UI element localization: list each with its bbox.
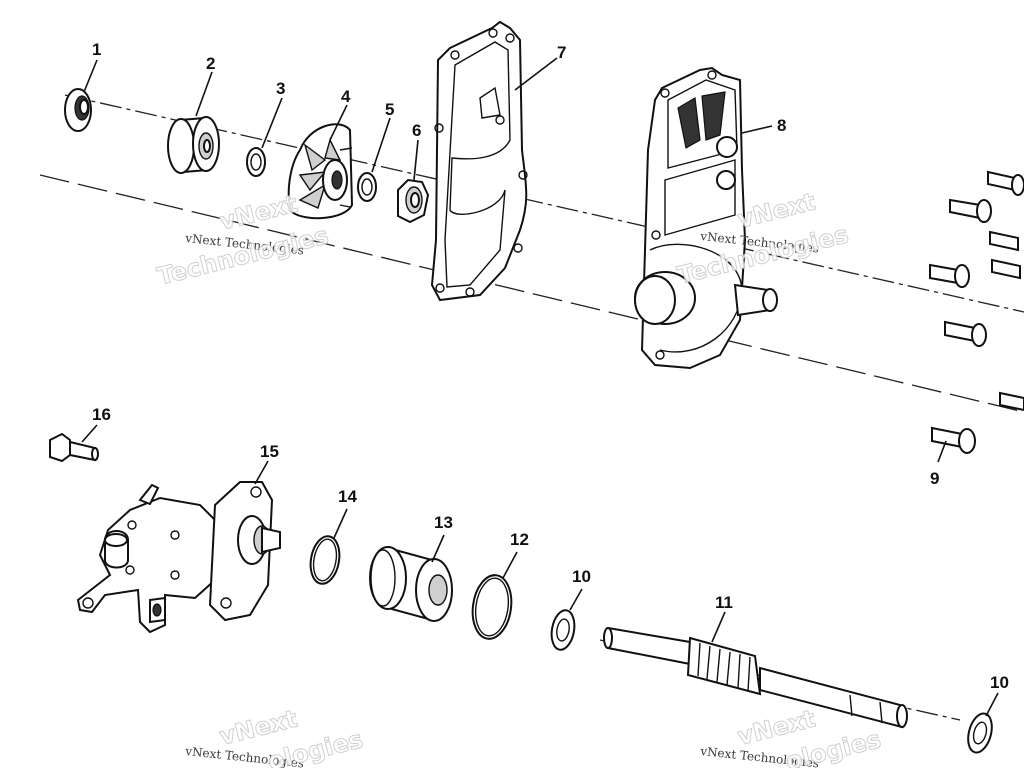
bolt [987,170,1024,196]
watermark-logo-top: vNext [217,190,300,236]
part-6-nut [397,178,430,224]
part-14-o-ring [309,535,341,585]
part-10-washer-right [967,712,993,754]
part-11-shaft [603,626,908,729]
callout-5: 5 [385,100,394,119]
part-1-oil-seal [64,88,92,132]
callout-8: 8 [777,116,786,135]
part-5-washer [357,172,377,202]
bolt [944,320,987,347]
part-12-o-ring [471,574,513,640]
callout-10: 10 [572,567,591,586]
part-9-bolts [929,170,1024,454]
bolt [989,230,1019,252]
bolt [999,391,1024,412]
callout-11: 11 [715,593,733,612]
bolt [929,263,970,288]
callout-16: 16 [92,405,111,424]
part-10-washer [550,609,576,651]
watermark-logo-bottom: Technologies [155,221,332,291]
callout-9: 9 [930,469,939,488]
part-2-bearing [167,116,220,174]
part-15-oil-pump [76,481,281,634]
callout-1: 1 [92,40,101,59]
callout-10-right: 10 [990,673,1009,692]
callout-12: 12 [510,530,529,549]
callout-2: 2 [206,54,215,73]
watermark-logo-top: vNext [735,188,818,234]
callout-13: 13 [434,513,453,532]
callout-14: 14 [338,487,357,506]
callout-4: 4 [341,87,351,106]
callout-numbers: 1 2 3 4 5 6 7 8 9 10 11 12 13 14 15 16 1… [92,40,1009,692]
bolt [991,258,1021,280]
axis-upper [64,94,1024,313]
bolt [949,198,992,223]
part-13-strainer [369,546,453,622]
callout-3: 3 [276,79,285,98]
part-7-gasket [430,20,528,302]
part-8-pump-cover [634,66,778,370]
callout-15: 15 [260,442,279,461]
part-3-washer [246,147,266,177]
part-16-bolt [49,432,99,463]
leader-lines [81,57,999,717]
callout-7: 7 [557,43,566,62]
callout-6: 6 [412,121,421,140]
part-4-impeller [287,123,354,220]
assembly-axes [39,94,1024,721]
axis-lower [39,174,1024,413]
bolt [931,426,976,454]
